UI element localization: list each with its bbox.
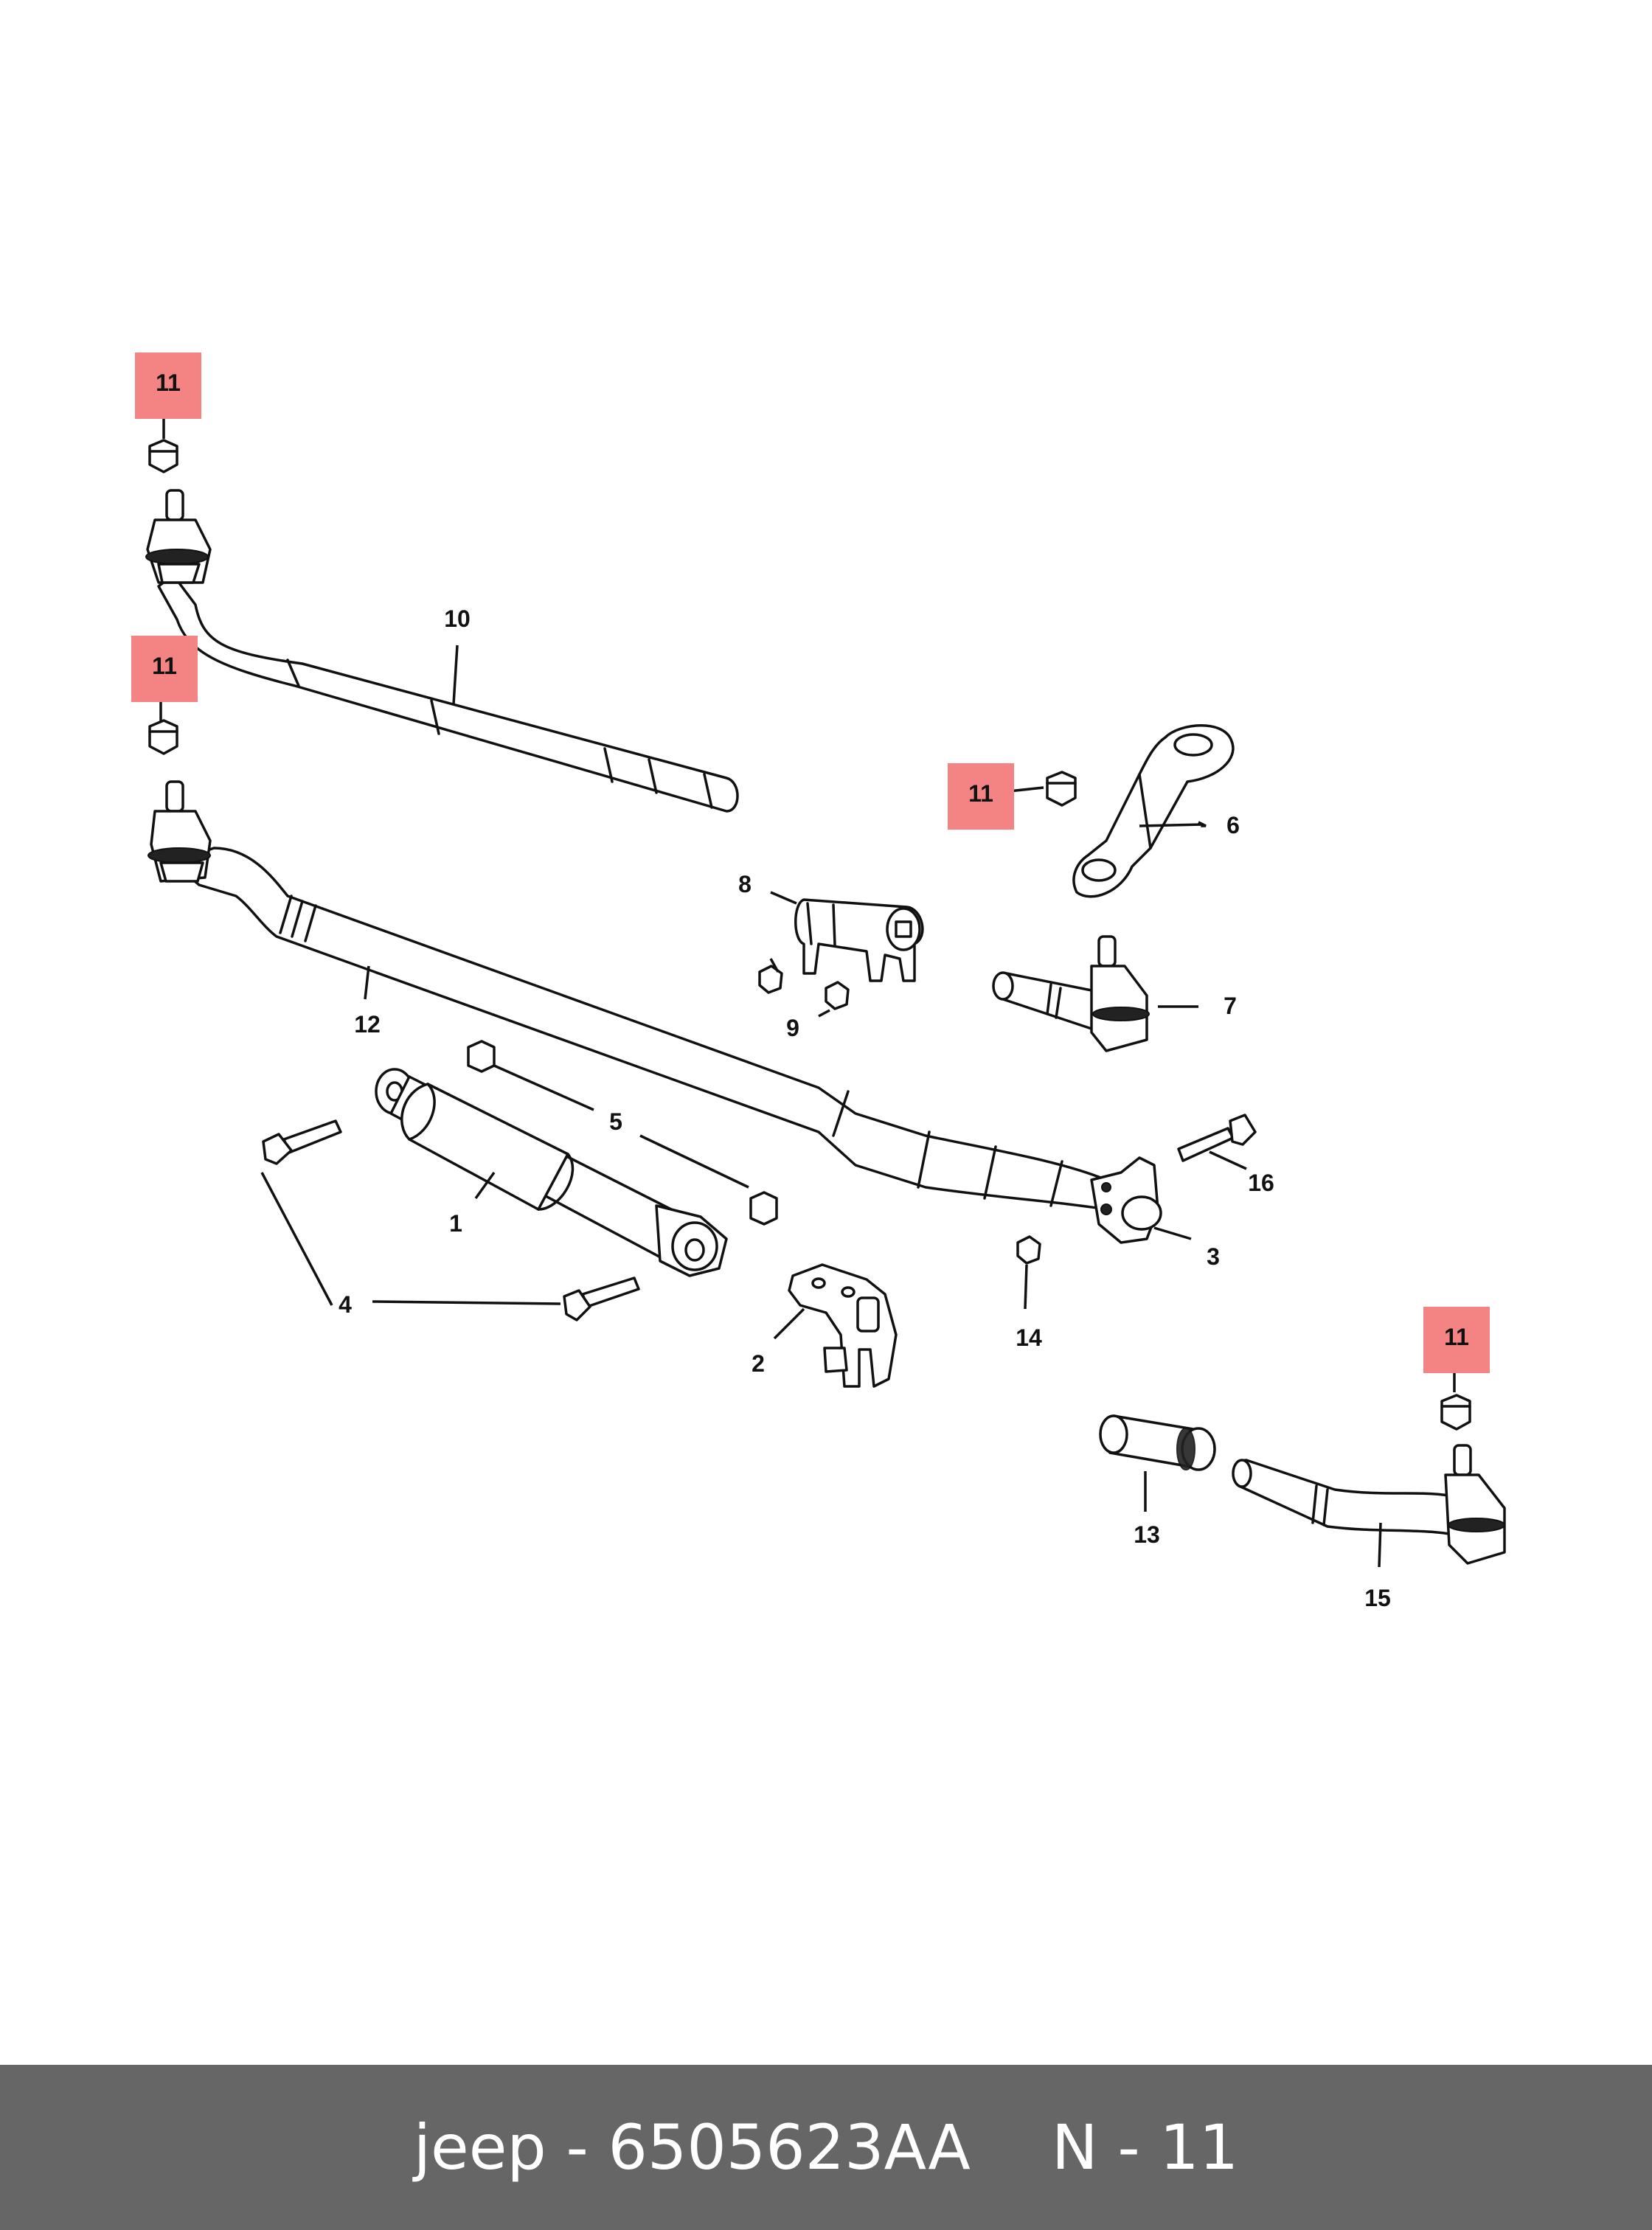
part-1-steering-damper	[375, 1068, 728, 1277]
callout-5: 5	[609, 1108, 622, 1135]
callout-11-box-a	[135, 352, 201, 419]
part-12-tie-rod	[148, 780, 1162, 1244]
part-15-outer-tie-rod-end	[1232, 1444, 1506, 1565]
callout-6: 6	[1226, 812, 1240, 838]
part-4-bolt-lower	[563, 1276, 640, 1321]
part-10-drag-link	[145, 489, 739, 813]
callout-9: 9	[786, 1015, 799, 1041]
part-13-sleeve	[1099, 1414, 1216, 1471]
callout-11-box-d	[1423, 1307, 1490, 1373]
part-2-bracket	[788, 1263, 898, 1388]
part-6-pitman-arm	[1072, 724, 1235, 898]
callout-11-box-c	[948, 763, 1014, 830]
callout-11-box-b	[131, 636, 198, 702]
part-11-nut-b	[148, 719, 178, 755]
callout-14: 14	[1016, 1324, 1042, 1351]
part-11-nut-a	[148, 439, 178, 473]
callout-11-c: 11	[968, 780, 993, 807]
footer-bar: jeep - 6505623AA N - 11	[0, 2065, 1652, 2230]
part-5-nut-lower	[749, 1191, 778, 1226]
callout-16: 16	[1248, 1170, 1274, 1196]
callout-12: 12	[354, 1011, 381, 1038]
callout-11-d: 11	[1444, 1324, 1469, 1350]
part-11-nut-d	[1440, 1394, 1471, 1431]
footer-brand: jeep	[413, 2111, 546, 2184]
part-7-tie-rod-end	[992, 935, 1150, 1052]
footer-position: N - 11	[1051, 2111, 1239, 2184]
part-8-adjuster-sleeve	[794, 898, 924, 982]
callout-15: 15	[1364, 1585, 1391, 1611]
callout-3: 3	[1207, 1243, 1220, 1270]
part-11-nut-c	[1046, 771, 1077, 807]
callout-10: 10	[444, 605, 471, 632]
callout-2: 2	[752, 1350, 765, 1377]
part-14-nut	[1016, 1235, 1041, 1265]
callout-11-a: 11	[156, 369, 181, 396]
part-9-nut-a	[758, 965, 783, 994]
callout-1: 1	[449, 1210, 462, 1237]
callout-8: 8	[738, 871, 752, 897]
part-9-nut-b	[825, 981, 850, 1010]
part-4-bolt-upper	[262, 1119, 342, 1165]
part-5-nut-upper	[467, 1040, 496, 1073]
leader-lines	[159, 413, 1456, 1568]
callout-11-b: 11	[152, 653, 177, 679]
footer-part-number: 6505623AA	[608, 2111, 971, 2184]
exploded-parts-diagram: 11 11 11 11 10 12 6 7 8 9 5 1 4 2 14 3 1…	[131, 352, 1506, 1611]
part-16-bolt	[1177, 1114, 1257, 1162]
callout-7: 7	[1224, 993, 1237, 1019]
callout-4: 4	[339, 1291, 352, 1318]
callout-13: 13	[1134, 1521, 1160, 1548]
